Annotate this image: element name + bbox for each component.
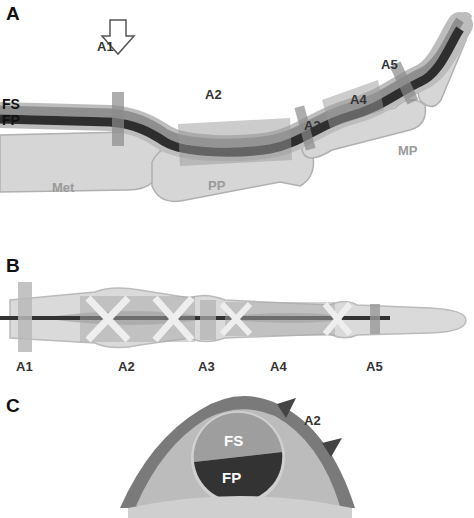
- pulley-shell: [120, 396, 355, 508]
- a1-pulley: [18, 282, 32, 352]
- panel-b-art: [0, 282, 466, 352]
- pulley-name: A4: [350, 93, 367, 106]
- panel-letter: B: [6, 256, 20, 275]
- panel-a-art: [0, 13, 471, 202]
- bone-section: [128, 496, 352, 518]
- a3-pulley: [200, 300, 216, 340]
- tendon-ring: [191, 411, 285, 505]
- tendon-name: FS: [224, 433, 243, 448]
- pulley-name: A2: [118, 360, 135, 373]
- bone-name: PP: [208, 179, 225, 192]
- a2-pulley: [80, 296, 195, 342]
- tendon-name: FS: [2, 97, 20, 111]
- pulley-name: A3: [198, 360, 215, 373]
- arrowhead-marker: [322, 438, 342, 457]
- a4-pulley: [322, 80, 384, 128]
- bone-name: Met: [52, 181, 74, 194]
- arrowhead-marker: [277, 398, 296, 418]
- cruciate-fibres: [222, 304, 350, 334]
- pulley-name: A2: [205, 88, 222, 101]
- a4-pulley: [225, 302, 335, 336]
- pulley-name: A1: [16, 360, 33, 373]
- tendon-name: FP: [2, 113, 20, 127]
- pulley-name: A5: [381, 58, 398, 71]
- pulley-name: A1: [97, 40, 114, 53]
- cruciate-fibres: [88, 298, 192, 340]
- pulley-name: A5: [366, 360, 383, 373]
- bone-name: MP: [398, 144, 418, 157]
- fp-section: [194, 452, 282, 501]
- a2-pulley: [178, 118, 292, 166]
- tendon-name: FP: [222, 470, 241, 485]
- panel-letter: A: [6, 4, 20, 23]
- pulley-name: A2: [304, 414, 321, 427]
- metacarpal-bone: [0, 132, 162, 192]
- a5-pulley: [370, 304, 380, 334]
- pulley-name: A4: [270, 360, 287, 373]
- pulley-name: A3: [304, 119, 321, 132]
- a1-pulley: [112, 92, 124, 146]
- panel-c-art: [120, 396, 355, 518]
- sheath-inner: [136, 409, 340, 506]
- panel-letter: C: [6, 396, 20, 415]
